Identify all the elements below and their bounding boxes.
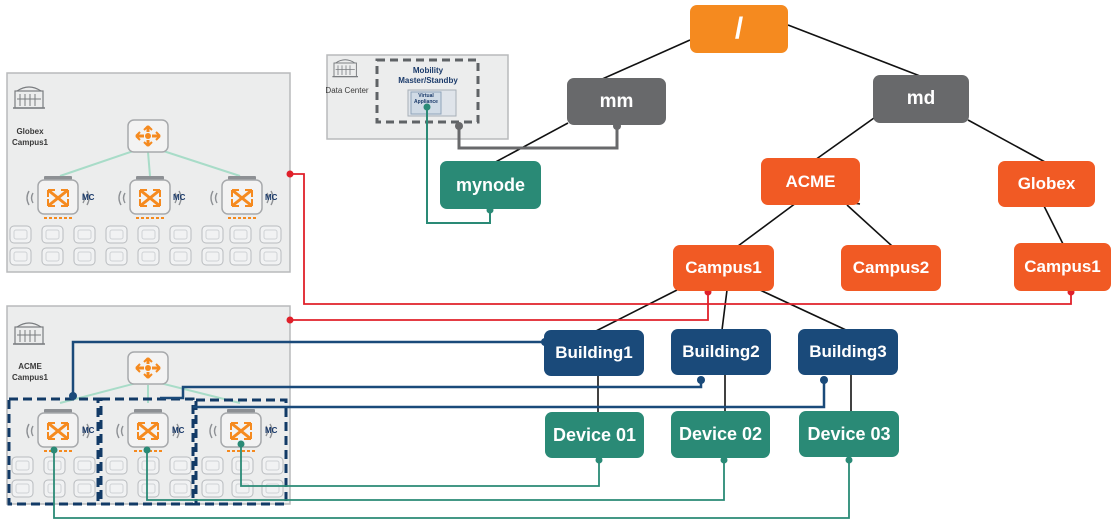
acme-site-label-line2: Campus1 bbox=[11, 373, 48, 382]
node-globex-campus1[interactable]: Campus1 bbox=[1014, 243, 1111, 291]
globex-site-label-line2: Campus1 bbox=[11, 138, 48, 147]
node-globex[interactable]: Globex bbox=[998, 161, 1095, 207]
node-acme[interactable]: ACME bbox=[761, 158, 860, 205]
node-mynode[interactable]: mynode bbox=[440, 161, 541, 209]
group-node-mm[interactable]: mm bbox=[567, 78, 666, 125]
globex-site-box bbox=[6, 72, 291, 273]
controller-label: MC bbox=[82, 426, 95, 435]
globex-site-label-line1: Globex bbox=[16, 127, 44, 136]
acme-site-box bbox=[6, 305, 291, 506]
node-device02[interactable]: Device 02 bbox=[671, 411, 770, 458]
node-device01[interactable]: Device 01 bbox=[545, 412, 644, 458]
controller-label: MC bbox=[82, 193, 95, 202]
node-acme-campus2[interactable]: Campus2 bbox=[841, 245, 941, 291]
mobility-label-line1: Mobility bbox=[412, 66, 444, 75]
datacenter-label: Data Center bbox=[325, 86, 369, 95]
group-node-md[interactable]: md bbox=[873, 75, 969, 123]
building-links bbox=[69, 338, 828, 409]
node-acme-campus1[interactable]: Campus1 bbox=[673, 245, 774, 291]
node-building3[interactable]: Building3 bbox=[798, 329, 898, 375]
switch-icon bbox=[126, 350, 170, 386]
node-building2[interactable]: Building2 bbox=[671, 329, 771, 375]
virtual-appliance-label-line1: Virtual bbox=[418, 93, 434, 99]
switch-icon bbox=[126, 118, 170, 154]
datacenter-box bbox=[326, 54, 509, 140]
node-device03[interactable]: Device 03 bbox=[799, 411, 899, 457]
controller-label: MC bbox=[265, 426, 278, 435]
controller-label: MC bbox=[265, 193, 278, 202]
mobility-label-line2: Master/Standby bbox=[398, 76, 458, 85]
controller-label: MC bbox=[173, 193, 186, 202]
virtual-appliance-label-line2: Appliance bbox=[414, 99, 438, 105]
acme-site-label-line1: ACME bbox=[18, 362, 42, 371]
root-node[interactable]: / bbox=[690, 5, 788, 53]
device-links bbox=[50, 440, 853, 519]
controller-label: MC bbox=[172, 426, 185, 435]
node-building1[interactable]: Building1 bbox=[544, 330, 644, 376]
